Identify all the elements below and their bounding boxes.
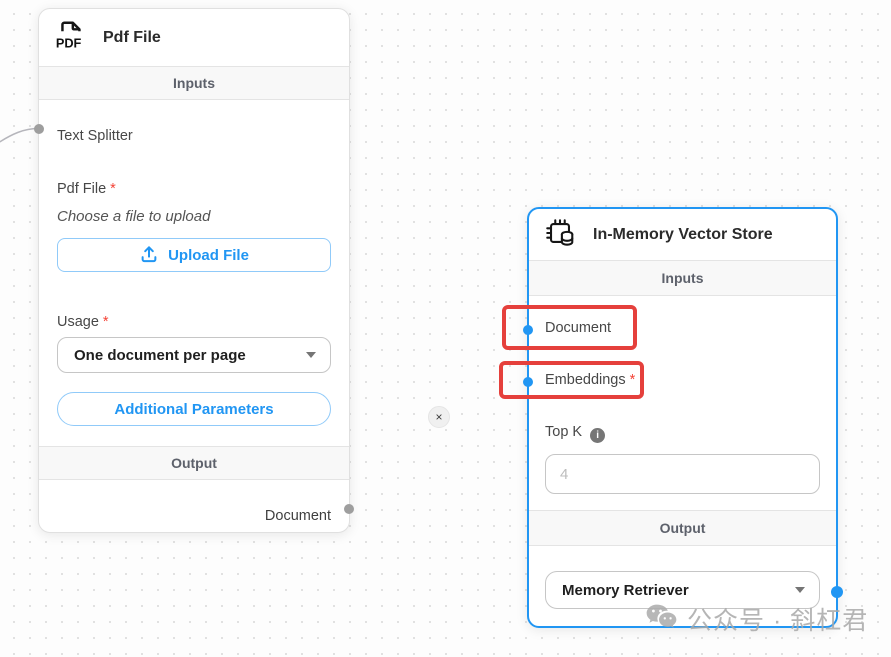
document-output-port[interactable] [344,504,354,514]
edge-incoming-text-splitter [0,127,39,143]
pdf-output-header: Output [39,446,349,480]
pdf-file-node[interactable]: PDF Pdf File Inputs Text Splitter Pdf Fi… [34,8,354,533]
edge-delete-button[interactable]: × [428,406,450,428]
retriever-output-port[interactable] [831,586,843,598]
in-memory-vector-store-node[interactable]: In-Memory Vector Store Inputs Document E… [523,207,843,628]
document-input-port[interactable] [523,325,533,335]
document-input-label: Document [545,320,612,336]
vector-output-header: Output [529,510,836,546]
chevron-down-icon [795,587,805,593]
upload-file-button[interactable]: Upload File [57,238,331,272]
output-select-value: Memory Retriever [562,581,689,599]
text-splitter-input-label: Text Splitter [57,128,133,144]
output-type-select[interactable]: Memory Retriever [545,571,820,609]
required-asterisk: * [110,181,116,197]
embeddings-input-port[interactable] [523,377,533,387]
memory-chip-database-icon [543,216,577,255]
top-k-input[interactable] [545,454,820,494]
file-upload-hint: Choose a file to upload [57,208,211,225]
document-output-label: Document [264,508,331,524]
info-icon[interactable]: i [590,428,606,443]
pdf-node-header: PDF Pdf File [39,9,349,66]
required-asterisk: * [629,372,636,388]
required-asterisk: * [102,314,109,330]
pdf-file-icon: PDF [53,18,87,57]
text-splitter-input-port[interactable] [34,124,44,134]
usage-select-value: One document per page [74,346,246,364]
chevron-down-icon [306,352,316,358]
embeddings-input-label: Embeddings* [545,372,636,388]
pdf-inputs-header: Inputs [39,66,349,100]
vector-inputs-header: Inputs [529,260,836,296]
vector-node-title: In-Memory Vector Store [593,226,773,243]
vector-node-header: In-Memory Vector Store [529,209,836,261]
upload-button-label: Upload File [168,246,249,264]
svg-text:PDF: PDF [56,35,82,50]
usage-param-label: Usage* [57,314,109,330]
additional-parameters-button[interactable]: Additional Parameters [57,392,331,426]
upload-icon [139,243,159,267]
pdf-file-param-label: Pdf File* [57,181,116,197]
usage-select[interactable]: One document per page [57,337,331,373]
pdf-node-title: Pdf File [103,28,161,46]
